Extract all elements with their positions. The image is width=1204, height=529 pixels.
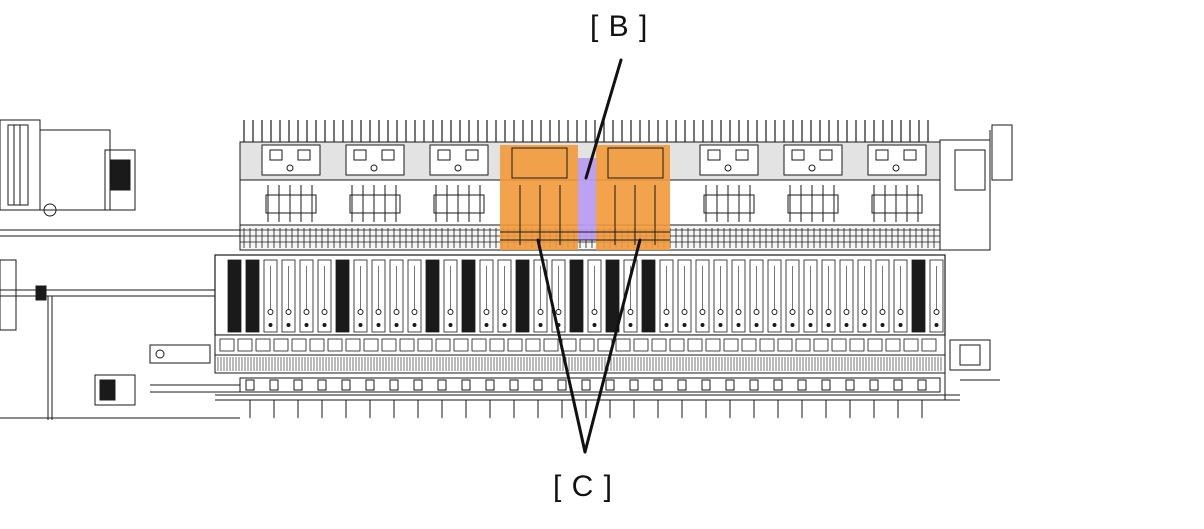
leader-line-c-right (583, 238, 642, 454)
module-columns (227, 259, 944, 333)
highlight-detail-lines (500, 147, 670, 245)
callout-label-c: [ C ] (553, 470, 614, 503)
leader-lines (536, 58, 642, 454)
leader-line-c-left (536, 238, 587, 454)
right-side-frame (939, 124, 1013, 400)
left-side-frame (0, 119, 240, 420)
head-units (261, 144, 927, 222)
lower-module-panel (214, 254, 946, 374)
top-frame-ticks (243, 120, 929, 142)
lower-cells (219, 338, 937, 352)
leader-line-b (584, 58, 623, 180)
bottom-rails (215, 377, 960, 418)
part-c-right-highlight (596, 145, 670, 250)
callout-label-b: [ B ] (590, 10, 649, 43)
comb-strip (217, 357, 942, 371)
part-b-highlight (578, 158, 596, 240)
